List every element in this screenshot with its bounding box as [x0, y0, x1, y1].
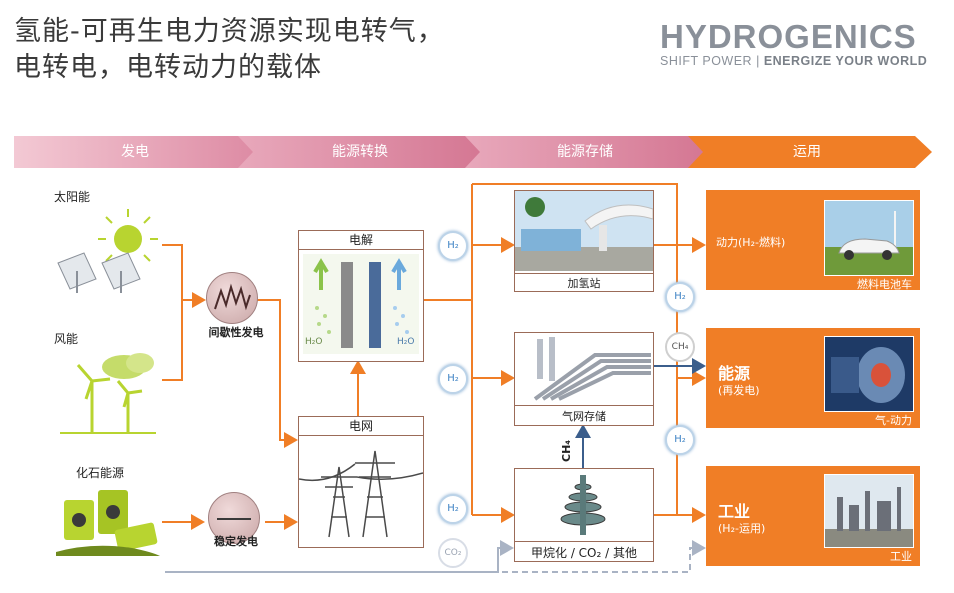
use-mobility-caption: 燃料电池车 — [857, 278, 912, 291]
electrolysis-h2o-left: H₂O — [305, 337, 323, 347]
electrolysis-cell-icon — [303, 254, 419, 354]
line-co2-return — [165, 540, 514, 573]
stage-label-storage: 能源存储 — [557, 144, 613, 160]
methanation-box: 甲烷化 / CO₂ / 其他 — [514, 468, 654, 562]
use-industry-sub: (H₂-运用) — [718, 522, 766, 535]
h2-marker-mobility: H₂ — [665, 282, 695, 312]
stage-arrow-conversion — [238, 136, 487, 168]
gas-grid-box: 气网存储 — [514, 332, 654, 426]
stage-arrow-use — [688, 136, 932, 168]
intermittent-wave-icon — [214, 283, 251, 311]
logo-tagline-separator: | — [756, 54, 760, 68]
gas-turbine-photo — [824, 336, 914, 412]
stage-band — [14, 136, 932, 168]
oil-barrel-icon — [56, 490, 160, 556]
gas-grid-label: 气网存储 — [515, 405, 653, 424]
use-industry-caption: 工业 — [890, 550, 912, 563]
gas-pipeline-icon — [515, 333, 653, 403]
source-label-solar: 太阳能 — [54, 190, 91, 204]
co2-marker: CO₂ — [438, 538, 468, 568]
industrial-plant-photo — [824, 474, 914, 548]
methanation-label: 甲烷化 / CO₂ / 其他 — [515, 541, 653, 561]
source-label-fossil: 化石能源 — [76, 466, 125, 480]
logo-wordmark: HYDROGENICS — [660, 18, 917, 55]
ch4-vertical-label: CH₄ — [560, 439, 573, 462]
hydrogen-station-label: 加氢站 — [515, 273, 653, 291]
use-energy-caption: 气-动力 — [875, 414, 912, 427]
intermittent-generation-circle — [206, 272, 258, 324]
line-intermittent-grid — [255, 299, 298, 448]
electrolysis-box: 电解 H₂O H₂O — [298, 230, 424, 362]
grid-box: 电网 — [298, 416, 424, 548]
source-label-wind: 风能 — [54, 332, 79, 346]
use-industry-title: 工业 — [718, 502, 751, 521]
line-solar-merge — [162, 244, 183, 381]
hydrogenics-logo: HYDROGENICS SHIFT POWER | ENERGIZE YOUR … — [660, 18, 942, 69]
stable-generation-circle — [208, 492, 260, 544]
title-line-2: 电转电，电转动力的载体 — [14, 52, 322, 83]
logo-tagline-left: SHIFT POWER — [660, 54, 753, 68]
title-line-1: 氢能-可再生电力资源实现电转气， — [14, 16, 445, 47]
use-mobility-title: 动力(H₂-燃料) — [716, 236, 786, 249]
use-industry-panel: 工业 (H₂-运用) 工业 — [706, 466, 920, 566]
stage-label-generation: 发电 — [121, 144, 149, 160]
stage-label-conversion: 能源转换 — [332, 144, 388, 160]
hydrogen-station-photo — [515, 191, 653, 271]
use-energy-sub: (再发电) — [718, 384, 760, 397]
stable-generation-label: 稳定发电 — [214, 535, 258, 548]
grid-title: 电网 — [299, 417, 423, 436]
line-co2-dashed — [452, 540, 706, 573]
logo-tagline: SHIFT POWER | ENERGIZE YOUR WORLD — [660, 54, 942, 68]
use-energy-title: 能源 — [718, 364, 751, 383]
methanation-reactor-icon — [560, 475, 606, 535]
stage-arrow-storage — [465, 136, 710, 168]
stable-line-icon — [217, 518, 251, 520]
use-energy-panel: 能源 (再发电) 气-动力 — [706, 328, 920, 428]
electrolysis-title: 电解 — [299, 231, 423, 250]
line-top-bus — [472, 183, 678, 515]
hydrogen-station-box: 加氢站 — [514, 190, 654, 292]
h2-marker-gasgrid: H₂ — [438, 364, 468, 394]
fuel-cell-car-photo — [824, 200, 914, 276]
h2-marker-methanation: H₂ — [438, 494, 468, 524]
solar-panel-icon — [57, 209, 158, 293]
stage-arrow-generation — [14, 136, 260, 168]
use-mobility-panel: 动力(H₂-燃料) 燃料电池车 — [706, 190, 920, 291]
page-title: 氢能-可再生电力资源实现电转气， 电转电，电转动力的载体 — [14, 14, 445, 86]
electrolysis-h2o-right: H₂O — [397, 337, 415, 347]
intermittent-generation-label: 间歇性发电 — [208, 326, 264, 339]
h2-marker-industry: H₂ — [665, 425, 695, 455]
wind-turbine-icon — [60, 353, 156, 434]
ch4-marker: CH₄ — [665, 332, 695, 362]
logo-tagline-right: ENERGIZE YOUR WORLD — [763, 54, 928, 68]
power-pylon-icon — [299, 450, 423, 538]
h2-marker-electrolysis: H₂ — [438, 231, 468, 261]
stage-label-use: 运用 — [793, 144, 821, 160]
